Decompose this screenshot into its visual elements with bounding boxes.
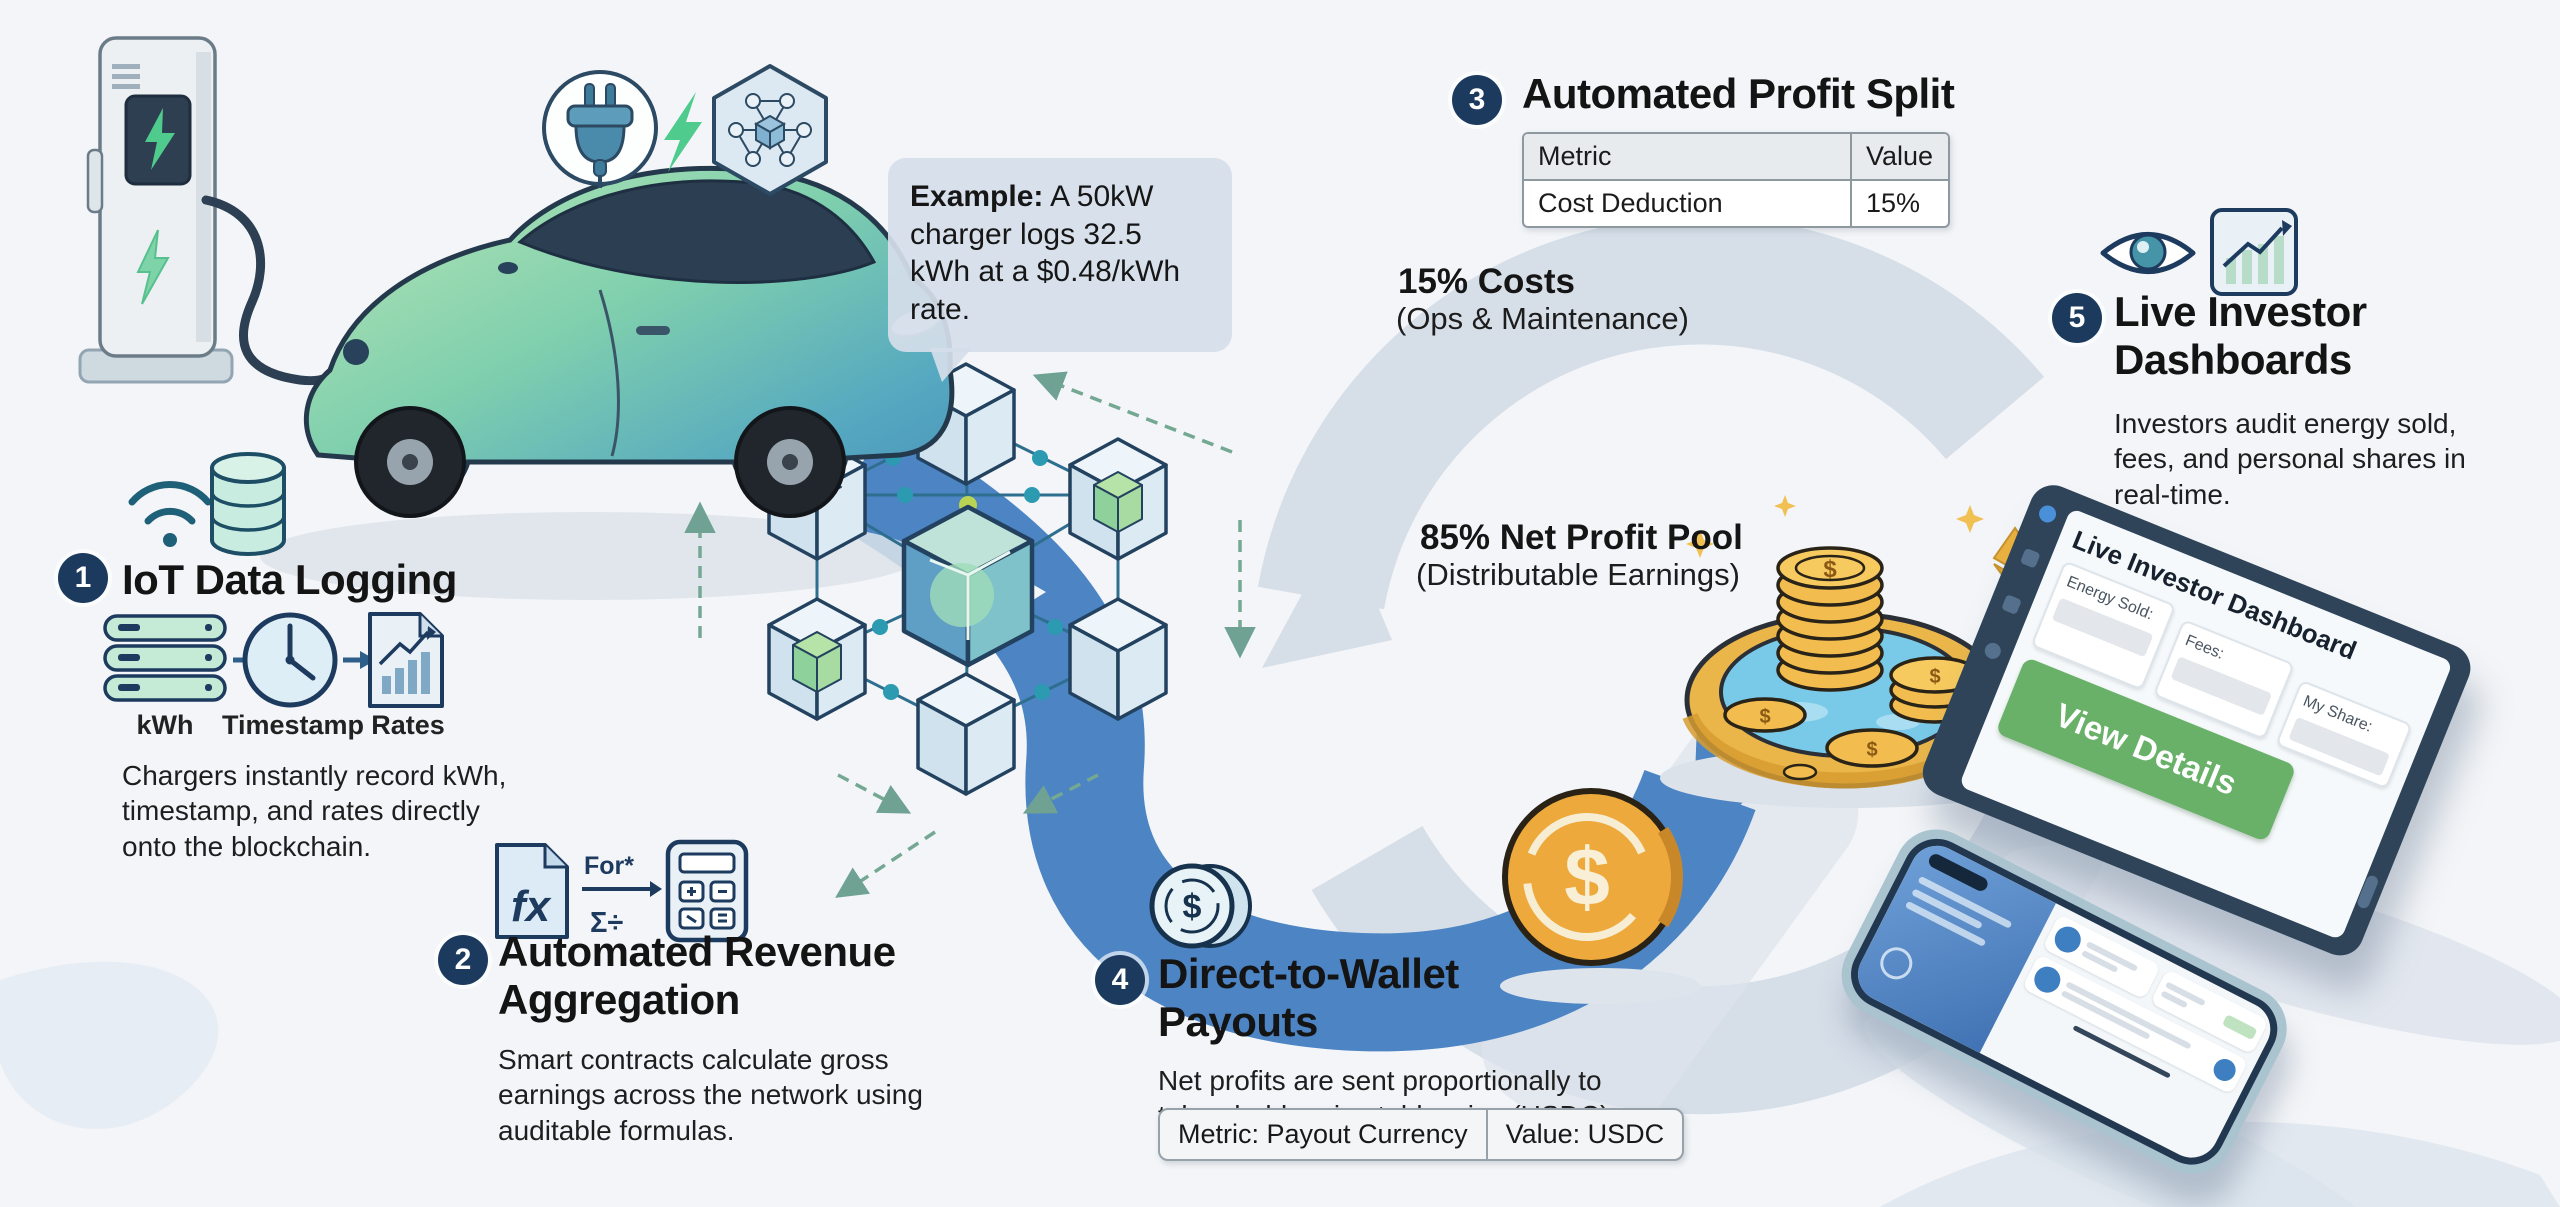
pool-subtitle: (Distributable Earnings) <box>1416 557 1740 592</box>
tablet-sidebar-icon <box>1982 640 2004 662</box>
step-5-badge: 5 <box>2052 293 2102 343</box>
hexagon-network-icon <box>712 64 828 196</box>
eye-icon <box>2100 232 2196 274</box>
phone-app-icon <box>2030 962 2066 998</box>
kwh-label: kWh <box>136 710 194 740</box>
phone-circle-graphic <box>1874 941 1918 985</box>
table-row: Cost Deduction 15% <box>1524 181 1948 226</box>
coin-dollar-glyph: $ <box>1564 832 1610 923</box>
cubes <box>767 362 1168 796</box>
stablecoin-icon: $ <box>1149 863 1252 949</box>
step-2-badge: 2 <box>438 935 488 985</box>
step-1-badge: 1 <box>58 553 108 603</box>
example-callout-text: A 50kW charger logs 32.5 kWh at a $0.48/… <box>910 180 1181 326</box>
step-1-title: IoT Data Logging <box>122 556 457 603</box>
phone-app-icon <box>2050 922 2086 958</box>
profit-pool-illustration: $ $ $ $ <box>1682 495 2059 789</box>
rates-document-icon <box>368 612 444 708</box>
step-3-title: Automated Profit Split <box>1522 70 1955 117</box>
coin-dollar-glyph: $ <box>1929 666 1940 688</box>
costs-title: 15% Costs <box>1398 262 1576 301</box>
clock-icon <box>242 612 338 708</box>
ev-car-illustration <box>303 165 955 518</box>
coin-dollar-glyph: $ <box>1823 556 1837 583</box>
timestamp-label: Timestamp <box>222 710 365 740</box>
costs-subtitle: (Ops & Maintenance) <box>1396 301 1689 336</box>
table-cell-value: 15% <box>1866 188 1921 218</box>
database-icon <box>210 452 286 556</box>
example-callout-lead: Example: <box>910 180 1044 213</box>
plug-icon <box>542 70 658 188</box>
tablet-camera <box>2036 502 2059 526</box>
center-block-cube <box>901 504 1035 668</box>
coin-dollar-glyph: $ <box>1759 706 1770 728</box>
step-5-title: Live Investor Dashboards <box>2114 288 2367 384</box>
step-2-body: Smart contracts calculate gross earnings… <box>498 1044 923 1146</box>
phone-green-badge <box>2221 1014 2258 1041</box>
tablet-sidebar-icon <box>2001 594 2022 615</box>
growth-chart-icon <box>2210 208 2298 296</box>
fx-glyph: fx <box>511 882 552 931</box>
coin-dollar-glyph: $ <box>1866 739 1877 761</box>
step-3-badge: 3 <box>1452 75 1502 125</box>
table-header-metric: Metric <box>1524 134 1852 179</box>
server-stack-icon <box>103 614 227 702</box>
formula-arrow: For* Σ÷ <box>582 852 662 939</box>
pill-value: Value: USDC <box>1505 1119 1665 1149</box>
payout-currency-pill: Metric: Payout Currency Value: USDC <box>1158 1108 1685 1161</box>
step-1-body: Chargers instantly record kWh, timestamp… <box>122 760 507 862</box>
tablet-sidebar-icon <box>2019 547 2041 569</box>
table-header-value: Value <box>1866 141 1934 171</box>
blockchain-network <box>684 362 1256 898</box>
step-4-title: Direct-to-Wallet Payouts <box>1158 950 1459 1046</box>
usdc-coin-illustration: $ <box>1502 788 1683 966</box>
rates-label: Rates <box>371 710 445 740</box>
fx-document-icon: fx <box>495 843 569 939</box>
table-cell-metric: Cost Deduction <box>1524 181 1852 226</box>
step-4-badge: 4 <box>1095 955 1145 1005</box>
profit-split-table: Metric Value Cost Deduction 15% <box>1522 132 1950 228</box>
my-share-card: My Share: <box>2275 679 2413 790</box>
phone-app-icon <box>2209 1055 2240 1085</box>
coin-dollar-glyph: $ <box>1183 888 1202 926</box>
wifi-icon <box>128 481 212 547</box>
formula-bottom-label: Σ÷ <box>590 907 623 939</box>
lightning-icon <box>664 92 702 172</box>
example-callout: Example: A 50kW charger logs 32.5 kWh at… <box>888 158 1232 382</box>
step-2-title: Automated Revenue Aggregation <box>498 928 896 1024</box>
pool-title: 85% Net Profit Pool <box>1420 518 1743 557</box>
ev-charger-illustration <box>78 36 361 386</box>
calculator-icon <box>665 839 749 943</box>
step-5-body: Investors audit energy sold, fees, and p… <box>2114 408 2466 510</box>
formula-top-label: For* <box>584 852 634 880</box>
pill-metric: Metric: Payout Currency <box>1160 1110 1488 1159</box>
